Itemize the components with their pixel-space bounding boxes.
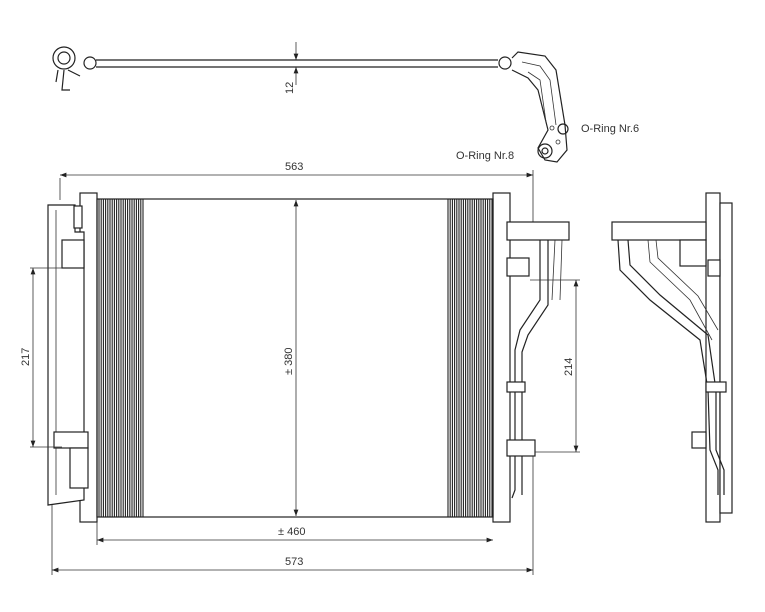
right-height-dimension: 214 bbox=[563, 358, 575, 376]
oring-8-label: O-Ring Nr.8 bbox=[456, 150, 514, 162]
core-width-dimension: ± 460 bbox=[278, 526, 305, 538]
left-height-dimension: 217 bbox=[20, 348, 32, 366]
oring-6-label: O-Ring Nr.6 bbox=[581, 123, 639, 135]
condenser-side-view bbox=[611, 192, 733, 523]
top-pipe-view: 12 O-Ring Nr.6 O-Ring Nr.8 bbox=[52, 42, 639, 163]
width-top-dimension: 563 bbox=[285, 161, 303, 173]
overall-width-dimension: 573 bbox=[285, 556, 303, 568]
condenser-front-view: 563 217 214 ± 380 bbox=[20, 161, 580, 575]
condenser-fins bbox=[98, 199, 493, 517]
core-height-dimension: ± 380 bbox=[283, 348, 295, 375]
pipe-diameter-dimension: 12 bbox=[284, 82, 296, 94]
